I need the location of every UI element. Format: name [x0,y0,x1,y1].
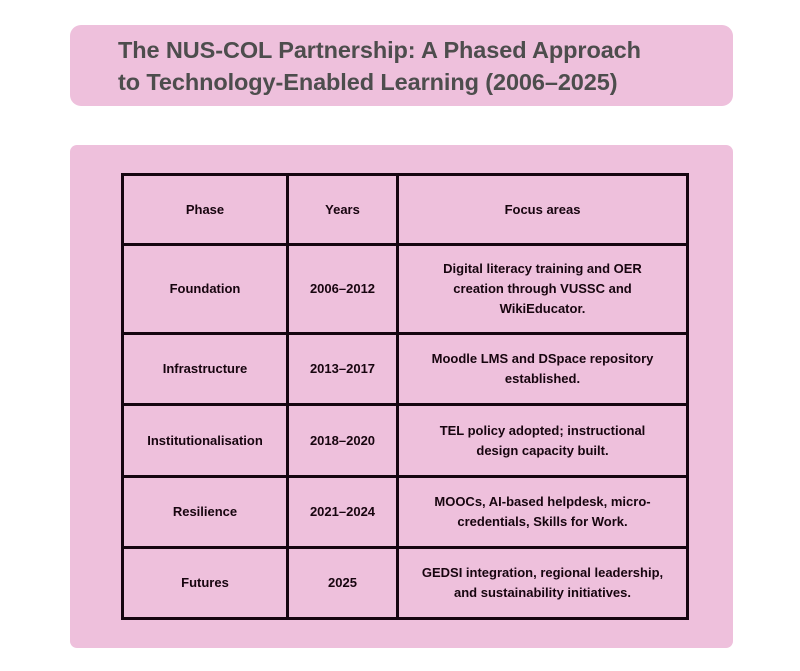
cell-years: 2021–2024 [286,475,399,549]
phase-table: Phase Years Focus areas Foundation 2006–… [121,173,689,620]
table-panel: Phase Years Focus areas Foundation 2006–… [70,145,733,648]
cell-years: 2025 [286,546,399,620]
column-header-phase: Phase [121,173,289,246]
table-body: Foundation 2006–2012 Digital literacy tr… [121,243,689,620]
title-panel: The NUS-COL Partnership: A Phased Approa… [70,25,733,106]
cell-years: 2006–2012 [286,243,399,335]
page-title-line-2: to Technology-Enabled Learning (2006–202… [118,68,618,95]
cell-phase: Futures [121,546,289,620]
table-row: Institutionalisation 2018–2020 TEL polic… [121,403,689,478]
table-row: Foundation 2006–2012 Digital literacy tr… [121,243,689,335]
column-header-focus-areas: Focus areas [396,173,689,246]
cell-phase: Institutionalisation [121,403,289,478]
cell-focus-areas: MOOCs, AI-based helpdesk, micro-credenti… [396,475,689,549]
column-header-years: Years [286,173,399,246]
table-header: Phase Years Focus areas [121,173,689,246]
cell-years: 2013–2017 [286,332,399,406]
cell-focus-areas: Digital literacy training and OER creati… [396,243,689,335]
cell-focus-areas: TEL policy adopted; instructional design… [396,403,689,478]
cell-phase: Infrastructure [121,332,289,406]
cell-focus-areas: GEDSI integration, regional leadership, … [396,546,689,620]
page-title-line-1: The NUS-COL Partnership: A Phased Approa… [118,36,641,63]
cell-years: 2018–2020 [286,403,399,478]
cell-phase: Resilience [121,475,289,549]
cell-phase: Foundation [121,243,289,335]
table-row: Futures 2025 GEDSI integration, regional… [121,546,689,620]
table-row: Resilience 2021–2024 MOOCs, AI-based hel… [121,475,689,549]
table-header-row: Phase Years Focus areas [121,173,689,246]
cell-focus-areas: Moodle LMS and DSpace repository establi… [396,332,689,406]
table-row: Infrastructure 2013–2017 Moodle LMS and … [121,332,689,406]
